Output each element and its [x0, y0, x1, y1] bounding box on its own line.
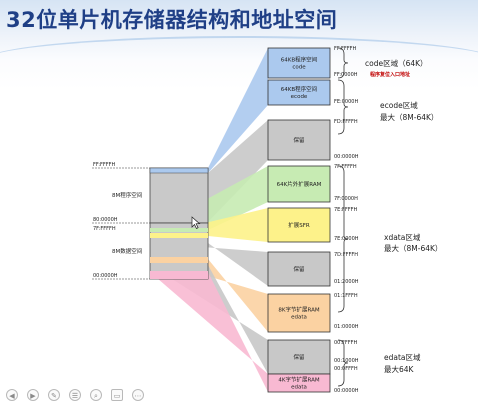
memory-block-4: [267, 207, 331, 243]
left-label-data: 8M数据空间: [112, 247, 142, 255]
address-label: 7D:FFFFH: [334, 252, 358, 258]
memory-block-2: [267, 119, 331, 161]
address-label: FD:FFFFH: [334, 119, 358, 125]
region-annotations: code区域（64K） 程序复位入口地址 ecode区域 最大（8M-64K） …: [365, 58, 442, 374]
memory-block-2-label: 保留: [293, 136, 305, 144]
connector-code: [208, 48, 268, 173]
anno-ecode-region: ecode区域: [380, 100, 418, 110]
left-addr-bottom: 00:0000H: [93, 273, 118, 279]
memory-block-1: [267, 79, 331, 106]
address-label: FE:0000H: [334, 99, 358, 105]
anno-edata-region: edata区域: [384, 352, 421, 362]
right-memory-blocks: 64KB程序空间code64KB程序空间ecode保留64K片外扩展RAM扩展S…: [267, 47, 331, 393]
memory-block-5: [267, 251, 331, 287]
memory-block-5-label: 保留: [293, 265, 305, 273]
address-label: 01:0000H: [334, 324, 359, 330]
left-program-space: [149, 167, 209, 224]
slide-title: 32位单片机存储器结构和地址空间: [6, 8, 338, 32]
memory-block-6-label: edata: [291, 315, 307, 321]
anno-code-region: code区域（64K）: [365, 58, 428, 68]
arrow-right-icon[interactable]: ▶: [27, 389, 39, 401]
memory-block-7-label: 保留: [293, 353, 305, 361]
left-addr-mid2: 7F:FFFFH: [93, 226, 116, 232]
right-address-labels: FF:FFFFH FF:0000H FE:0000H FD:FFFFH 00:0000H…: [334, 46, 359, 394]
address-label: FF:FFFFH: [334, 46, 357, 52]
address-label: 7F:0000H: [334, 196, 358, 202]
memory-block-8-label: edata: [291, 385, 307, 391]
brace-xdata: [337, 165, 349, 313]
anno-xdata-region: xdata区域: [384, 232, 421, 242]
address-label: 7F:FFFFH: [334, 164, 357, 170]
region-braces: [337, 47, 349, 387]
memory-block-7: [267, 339, 331, 375]
brace-ecode: [337, 79, 349, 135]
address-label: 00:FFFFH: [334, 340, 358, 346]
memory-block-3: [267, 165, 331, 203]
anno-xdata-max: 最大（8M-64K）: [384, 243, 442, 253]
memory-block-8-label: 4K字节扩展RAM: [278, 376, 319, 384]
address-label: 7E:FFFFH: [334, 207, 358, 213]
memory-block-8: [267, 373, 331, 393]
memory-block-0: [267, 47, 331, 79]
left-band-yellow: [150, 233, 208, 238]
left-label-program: 8M程序空间: [112, 191, 142, 199]
brace-edata: [337, 339, 349, 387]
zoom-icon[interactable]: ⌕: [90, 389, 102, 401]
mouse-cursor-icon: [191, 216, 201, 229]
left-addr-mid1: 80:0000H: [93, 217, 118, 223]
presentation-toolbar: ◀ ▶ ✎ ☰ ⌕ ▭ ⋯: [6, 388, 144, 402]
brace-code: [337, 47, 349, 79]
memory-block-1-label: 64KB程序空间: [281, 85, 317, 93]
left-band-pink: [150, 271, 208, 279]
address-label: 00:0000H: [334, 154, 359, 160]
more-icon[interactable]: ⋯: [132, 389, 144, 401]
connector-edata-4k: [150, 272, 268, 392]
anno-edata-max: 最大64K: [384, 364, 415, 374]
pen-icon[interactable]: ✎: [48, 389, 60, 401]
memory-block-4-label: 扩展SFR: [288, 221, 310, 229]
address-label: 00:0000H: [334, 388, 359, 394]
address-label: 01:1FFFH: [334, 293, 358, 299]
menu-icon[interactable]: ☰: [69, 389, 81, 401]
left-band-green: [150, 228, 208, 232]
arrow-left-icon[interactable]: ◀: [6, 389, 18, 401]
memory-block-6: [267, 293, 331, 333]
left-addr-top: FF:FFFFH: [93, 162, 116, 168]
anno-ecode-max: 最大（8M-64K）: [380, 112, 438, 122]
left-program-top-band: [149, 167, 209, 174]
address-label: 00:0FFFH: [334, 366, 358, 372]
memory-block-0-label: 64KB程序空间: [281, 56, 317, 64]
header-swoosh: [0, 36, 478, 62]
anno-reset-entry: 程序复位入口地址: [369, 71, 410, 78]
address-label: 00:1000H: [334, 358, 359, 364]
address-label: FF:0000H: [334, 72, 358, 78]
memory-block-1-label: ecode: [291, 94, 308, 100]
memory-block-3-label: 64K片外扩展RAM: [277, 180, 322, 188]
memory-block-6-label: 8K字节扩展RAM: [278, 306, 319, 314]
memory-block-0-label: code: [292, 65, 306, 71]
left-band-orange: [150, 257, 208, 263]
address-label: 01:2000H: [334, 279, 359, 285]
connector-reserved-low: [150, 243, 268, 286]
slideshow-icon[interactable]: ▭: [111, 389, 123, 401]
left-data-space: [149, 222, 209, 280]
left-memory-map: FF:FFFFH 8M程序空间 80:0000H 7F:FFFFH 8M数据空间…: [92, 162, 209, 280]
